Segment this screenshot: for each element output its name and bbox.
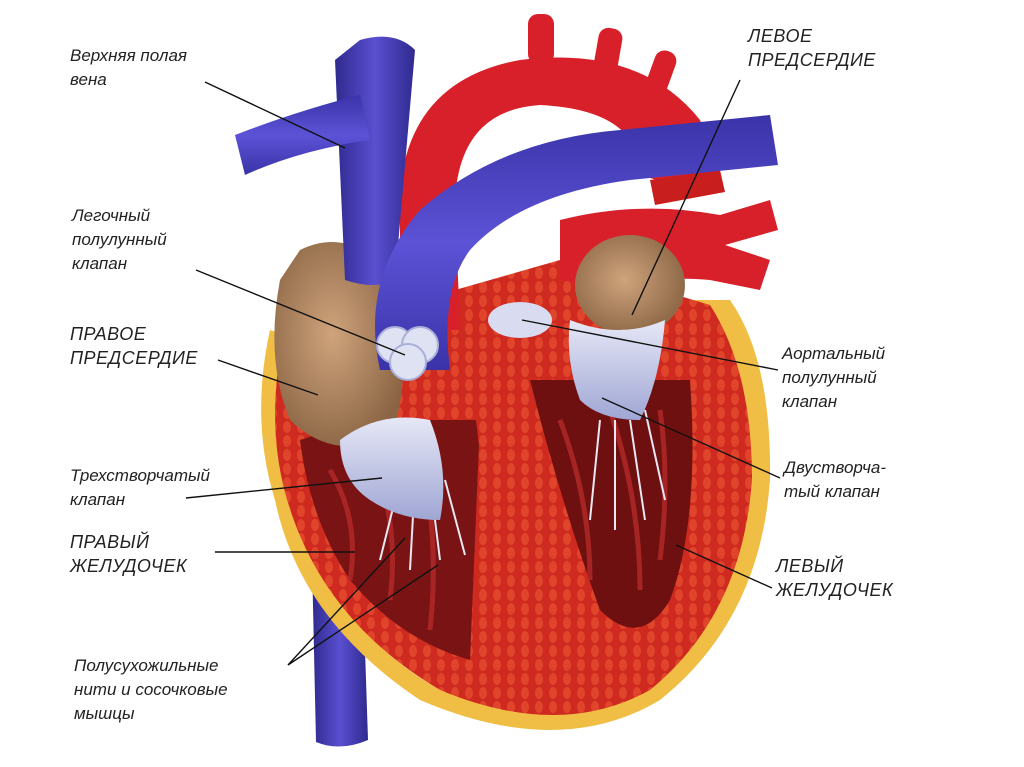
label-right-atrium: ПРАВОЕ ПРЕДСЕРДИЕ xyxy=(70,322,198,370)
label-aortic-valve: Аортальный полулунный клапан xyxy=(782,342,885,414)
leader-left-atrium xyxy=(631,79,741,316)
right-atrium-chamber xyxy=(274,242,403,447)
label-line: Верхняя полая xyxy=(70,46,187,65)
leader-lines xyxy=(185,79,781,666)
leader-chordae-2 xyxy=(287,564,439,666)
label-line: ПРЕДСЕРДИЕ xyxy=(70,348,198,368)
label-left-ventricle: ЛЕВЫЙ ЖЕЛУДОЧЕК xyxy=(776,554,893,602)
label-left-atrium: ЛЕВОЕ ПРЕДСЕРДИЕ xyxy=(748,24,876,72)
label-line: клапан xyxy=(782,392,838,411)
label-line: ПРАВЫЙ xyxy=(70,532,150,552)
aorta-branch-2 xyxy=(593,27,623,77)
label-line: вена xyxy=(70,70,107,89)
label-line: клапан xyxy=(70,490,126,509)
leader-left-ventricle xyxy=(675,544,773,589)
aorta xyxy=(400,57,708,330)
label-line: Аортальный xyxy=(782,344,886,363)
label-line: ЛЕВЫЙ xyxy=(776,556,844,576)
label-line: ЖЕЛУДОЧЕК xyxy=(70,556,188,576)
septum xyxy=(470,380,540,674)
label-line: ЖЕЛУДОЧЕК xyxy=(776,580,894,600)
label-line: Двустворча- xyxy=(784,458,886,477)
leader-right-atrium xyxy=(217,359,319,396)
aortic-valve-shape xyxy=(488,302,552,338)
pulmonary-artery xyxy=(375,115,778,370)
leader-chordae-1 xyxy=(287,537,406,666)
label-tricuspid-valve: Трехстворчатый клапан xyxy=(70,464,210,512)
label-line: Трехстворчатый xyxy=(70,466,210,485)
label-line: нити и сосочковые xyxy=(74,680,228,699)
label-line: Полусухожильные xyxy=(74,656,219,675)
label-line: полулунный xyxy=(782,368,877,387)
label-line: ПРЕДСЕРДИЕ xyxy=(748,50,876,70)
leader-superior-vena-cava xyxy=(204,81,346,149)
leader-tricuspid-valve xyxy=(185,477,383,499)
label-line: тый клапан xyxy=(784,482,880,501)
aorta-branch-1 xyxy=(528,14,554,64)
label-line: ПРАВОЕ xyxy=(70,324,147,344)
label-line: ЛЕВОЕ xyxy=(748,26,813,46)
mitral-valve-shape xyxy=(568,320,665,420)
label-line: Легочный xyxy=(72,206,151,225)
tricuspid-valve-shape xyxy=(340,417,444,520)
left-atrium-chamber xyxy=(575,235,685,335)
pulmonary-vein-upper xyxy=(650,170,725,205)
label-line: клапан xyxy=(72,254,128,273)
label-right-ventricle: ПРАВЫЙ ЖЕЛУДОЧЕК xyxy=(70,530,187,578)
label-superior-vena-cava: Верхняя полая вена xyxy=(70,44,187,92)
label-mitral-valve: Двустворча- тый клапан xyxy=(784,456,886,504)
leader-aortic-valve xyxy=(521,319,779,371)
label-line: полулунный xyxy=(72,230,167,249)
label-line: мышцы xyxy=(74,704,135,723)
label-pulmonary-valve: Легочный полулунный клапан xyxy=(72,204,167,276)
label-chordae: Полусухожильные нити и сосочковые мышцы xyxy=(74,654,228,726)
brachiocephalic-vein xyxy=(235,95,370,175)
leader-mitral-valve xyxy=(601,397,781,479)
leader-pulmonary-valve xyxy=(195,269,406,356)
aorta-branch-3 xyxy=(645,50,677,96)
